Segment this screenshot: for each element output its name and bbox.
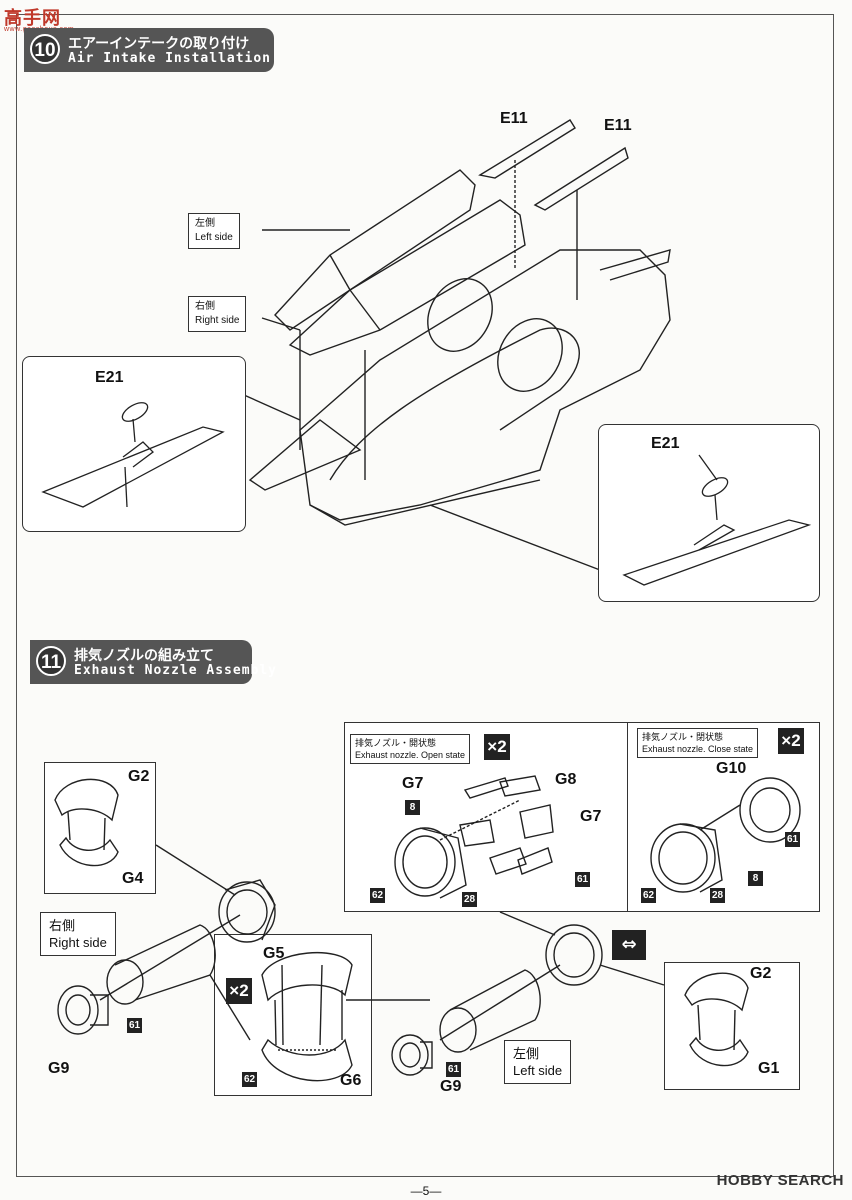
part-label-g2: G2 bbox=[128, 768, 150, 785]
part-label-g9: G9 bbox=[440, 1078, 462, 1095]
close-state-label: 排気ノズル・閉状態 Exhaust nozzle. Close state bbox=[637, 728, 759, 758]
color-code-8: 8 bbox=[405, 800, 420, 815]
left-side-note: 左側 Left side bbox=[504, 1040, 572, 1084]
part-label-g9: G9 bbox=[48, 1060, 70, 1077]
page-frame bbox=[16, 14, 834, 1177]
quantity-badge: ×2 bbox=[778, 728, 804, 754]
color-code-61: 61 bbox=[785, 832, 800, 847]
part-label-g6: G6 bbox=[340, 1072, 362, 1089]
color-code-8: 8 bbox=[748, 871, 763, 886]
quantity-badge: ×2 bbox=[484, 734, 510, 760]
swap-arrows-icon: ⇔ bbox=[612, 930, 646, 960]
right-side-note: 右側 Right side bbox=[188, 296, 247, 332]
e21-detail-left-art bbox=[41, 402, 225, 508]
open-state-label: 排気ノズル・開状態 Exhaust nozzle. Open state bbox=[350, 734, 471, 764]
part-label-g4: G4 bbox=[122, 870, 144, 887]
part-label-g1: G1 bbox=[758, 1060, 780, 1077]
inner-liner-box bbox=[214, 934, 372, 1096]
part-label-e11: E11 bbox=[604, 117, 632, 134]
color-code-61: 61 bbox=[575, 872, 590, 887]
color-code-62: 62 bbox=[370, 888, 385, 903]
left-side-note: 左側 Left side bbox=[188, 213, 240, 249]
step-number: 10 bbox=[30, 34, 60, 64]
color-code-28: 28 bbox=[462, 892, 477, 907]
left-side-liner-box bbox=[664, 962, 800, 1090]
step-title-en: Exhaust Nozzle Assembly bbox=[74, 663, 278, 678]
color-code-61: 61 bbox=[446, 1062, 461, 1077]
right-side-liner-box bbox=[44, 762, 156, 894]
step-title-jp: 排気ノズルの組み立て bbox=[74, 648, 214, 664]
color-code-62: 62 bbox=[641, 888, 656, 903]
step-title-jp: エアーインテークの取り付け bbox=[68, 36, 250, 52]
color-code-62: 62 bbox=[242, 1072, 257, 1087]
part-label-g5: G5 bbox=[263, 945, 285, 962]
color-code-61: 61 bbox=[127, 1018, 142, 1033]
right-side-note: 右側 Right side bbox=[40, 912, 116, 956]
step-number: 11 bbox=[36, 646, 66, 676]
part-label-g7: G7 bbox=[402, 775, 424, 792]
part-label-e11: E11 bbox=[500, 110, 528, 127]
e21-detail-right-art bbox=[622, 454, 812, 586]
color-code-28: 28 bbox=[710, 888, 725, 903]
detail-panel-e21-left: E21 bbox=[22, 356, 246, 532]
page-number: —5— bbox=[410, 1184, 442, 1198]
quantity-badge: ×2 bbox=[226, 978, 252, 1004]
step-title-en: Air Intake Installation bbox=[68, 51, 272, 66]
part-label-g7: G7 bbox=[580, 808, 602, 825]
step-11-header: 11 排気ノズルの組み立て Exhaust Nozzle Assembly bbox=[30, 640, 276, 684]
part-label-g8: G8 bbox=[555, 771, 577, 788]
step-10-header: 10 エアーインテークの取り付け Air Intake Installation bbox=[24, 28, 274, 72]
part-label-g2: G2 bbox=[750, 965, 772, 982]
detail-panel-e21-right: E21 bbox=[598, 424, 820, 602]
part-label-e21: E21 bbox=[651, 435, 680, 452]
intake-diagram bbox=[243, 119, 671, 571]
part-label-g10: G10 bbox=[716, 760, 747, 777]
watermark-logo: 高手网 bbox=[4, 8, 61, 29]
part-label-e21: E21 bbox=[95, 369, 124, 386]
brand-watermark: HOBBY SEARCH bbox=[716, 1172, 844, 1189]
